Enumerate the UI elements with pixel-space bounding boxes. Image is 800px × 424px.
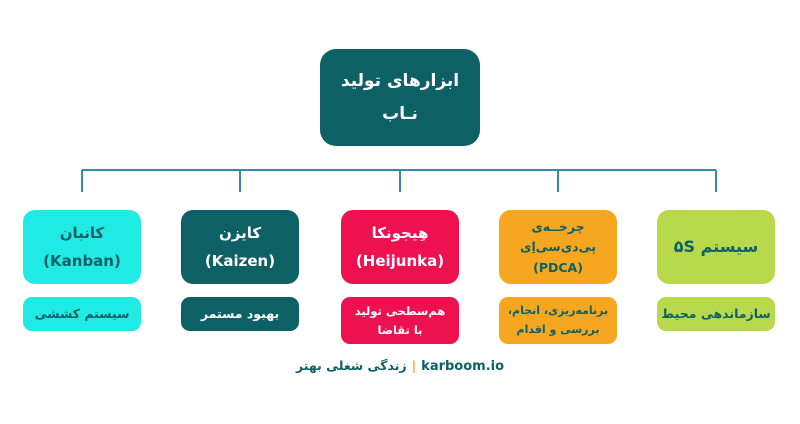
node-heijunka: هِیجونکا (Heijunka): [341, 210, 459, 284]
node-kanban: کانبان (Kanban): [23, 210, 141, 284]
column-heijunka: هِیجونکا (Heijunka) هم‌سطحی تولید با تقا…: [341, 0, 459, 424]
brand-separator: |: [411, 358, 417, 373]
node-heijunka-description: هم‌سطحی تولید با تقاضا: [341, 297, 459, 344]
node-kaizen-title-en: (Kaizen): [204, 251, 276, 270]
node-heijunka-description-line1: هم‌سطحی تولید: [354, 303, 446, 318]
root-title-line2: نـاب: [382, 104, 418, 124]
node-pdca-description-line2: بررسی و اقدام: [516, 322, 600, 336]
node-heijunka-title-fa: هِیجونکا: [371, 223, 429, 242]
node-kanban-title-en: (Kanban): [43, 251, 121, 270]
column-5s: سیستم ۵S سازماندهی محیط: [657, 0, 775, 424]
node-kanban-description-line1: سیستم کششی: [34, 305, 130, 321]
node-pdca-title-en: (PDCA): [533, 259, 583, 275]
root-node-lean-production-tools: ابزارهای تولید نـاب: [320, 49, 480, 146]
node-pdca-description-line1: برنامه‌ریزی، انجام،: [507, 304, 609, 318]
column-kaizen: کایزن (Kaizen) بهبود مستمر: [181, 0, 299, 424]
node-kaizen-description: بهبود مستمر: [181, 297, 299, 331]
column-pdca: چرخــه‌ی پی‌دی‌سی‌اِی (PDCA) برنامه‌ریزی…: [499, 0, 617, 424]
node-5s-description-line1: سازماندهی محیط: [661, 305, 771, 321]
node-5s-title: سیستم ۵S: [673, 237, 759, 256]
brand-name: karboom.io: [421, 359, 505, 374]
node-pdca-title-line2: پی‌دی‌سی‌اِی: [520, 239, 596, 255]
brand-tagline: زندگی شغلی بهتر: [295, 358, 407, 373]
node-kanban-description: سیستم کششی: [23, 297, 141, 331]
node-kaizen-description-line1: بهبود مستمر: [200, 305, 280, 321]
node-kanban-title-fa: کانبان: [59, 223, 105, 242]
root-title-line1: ابزارهای تولید: [340, 70, 460, 91]
node-pdca-description: برنامه‌ریزی، انجام، بررسی و اقدام: [499, 297, 617, 344]
node-heijunka-title-en: (Heijunka): [355, 251, 445, 270]
node-5s-description: سازماندهی محیط: [657, 297, 775, 331]
node-kaizen-title-fa: کایزن: [218, 223, 262, 242]
node-5s: سیستم ۵S: [657, 210, 775, 284]
node-pdca: چرخــه‌ی پی‌دی‌سی‌اِی (PDCA): [499, 210, 617, 284]
footer: karboom.io | زندگی شغلی بهتر: [0, 358, 800, 374]
node-kaizen: کایزن (Kaizen): [181, 210, 299, 284]
node-pdca-title-line1: چرخــه‌ی: [531, 218, 585, 234]
node-heijunka-description-line2: با تقاضا: [377, 322, 423, 337]
column-kanban: کانبان (Kanban) سیستم کششی: [23, 0, 141, 424]
